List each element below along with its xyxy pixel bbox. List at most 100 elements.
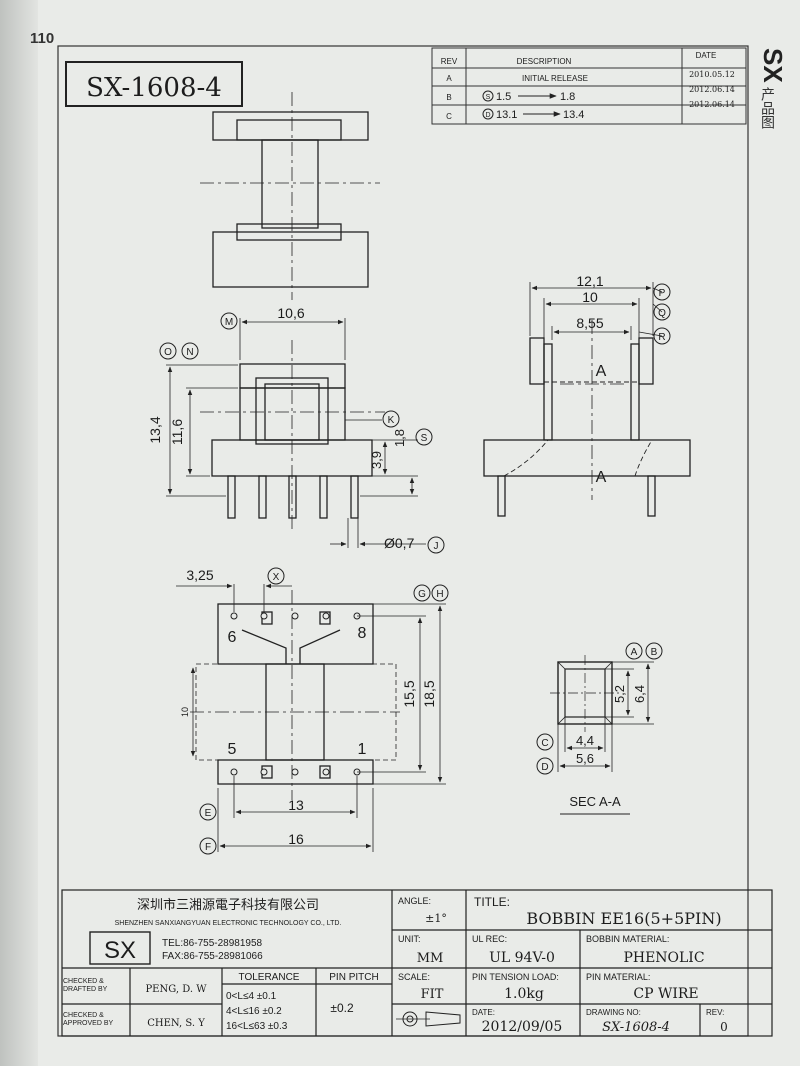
dim-bottom-pitch: 13 (288, 797, 304, 813)
title-block: 深圳市三湘源電子科技有限公司 SHENZHEN SANXIANGYUAN ELE… (61, 889, 773, 1037)
pin-tension-value: 1.0kg (504, 986, 544, 1002)
rev-c-date: 2012.06.14 (689, 100, 735, 109)
callout-q: Q (653, 303, 671, 321)
section-label: SEC A-A (569, 794, 621, 809)
tolerance-label: TOLERANCE (239, 972, 300, 983)
svg-text:Q: Q (658, 308, 666, 319)
tolerance-line-2: 4<L≤16 ±0.2 (226, 1006, 282, 1017)
dim-sec-outer-w: 5,6 (576, 751, 594, 766)
date-header: DATE (696, 51, 717, 60)
title-value: BOBBIN EE16(5+5PIN) (526, 909, 721, 928)
dim-front-height-body: 11,6 (169, 419, 185, 445)
pin-tension-label: PIN TENSION LOAD: (472, 972, 559, 982)
rev-a-description: INITIAL RELEASE (522, 74, 588, 83)
callout-o: O (159, 342, 177, 360)
callout-g: G (413, 584, 431, 602)
company-cn: 深圳市三湘源電子科技有限公司 (137, 897, 319, 913)
checked-label: CHECKED & DRAFTED BY (63, 978, 108, 993)
svg-text:X: X (273, 572, 280, 583)
callouts: M N O K S J P Q R X G H E F A B C D (159, 283, 671, 855)
rev-value: 0 (720, 1020, 728, 1034)
rev-c-from: 13.1 (496, 109, 517, 121)
side-view: 12,1 10 8,55 A A (483, 273, 691, 517)
callout-n: N (181, 342, 199, 360)
rev-a-date: 2010.05.12 (689, 70, 735, 79)
pin-number-5: 5 (228, 741, 237, 758)
callout-j: J (427, 536, 445, 554)
dim-front-width: 10,6 (277, 305, 304, 321)
section-view: 5,2 6,4 4,4 5,6 SEC A-A (550, 655, 654, 815)
dim-height-outer: 18,5 (421, 680, 437, 707)
rev-b-date: 2012.06.14 (689, 85, 735, 94)
svg-text:K: K (388, 415, 395, 426)
front-view: 10,6 13,4 11,6 1,8 3,9 Ø0,7 (147, 305, 426, 551)
side-brand-logo: SX (758, 48, 788, 83)
drawing-no-value: SX-1608-4 (602, 1020, 670, 1035)
callout-r: R (653, 327, 671, 345)
pin-number-1: 1 (358, 741, 367, 758)
scale-value: FIT (421, 987, 444, 1002)
section-mark-top: A (596, 363, 607, 380)
callout-a: A (625, 642, 643, 660)
approved-label: CHECKED & APPROVED BY (63, 1012, 114, 1027)
callout-f: F (199, 837, 217, 855)
bobbin-material-value: PHENOLIC (623, 950, 704, 966)
approved-value: CHEN, S. Y (147, 1018, 205, 1029)
checked-value: PENG, D. W (145, 984, 207, 995)
unit-label: UNIT: (398, 934, 421, 944)
rev-b: B (446, 93, 451, 102)
dim-pin-diameter: Ø0,7 (384, 535, 415, 551)
callout-p: P (653, 283, 671, 301)
callout-x: X (267, 567, 285, 585)
pin-material-value: CP WIRE (633, 986, 698, 1002)
telephone: TEL:86-755-28981958 (162, 938, 263, 949)
pin-number-6: 6 (228, 629, 237, 646)
svg-text:C: C (541, 738, 548, 749)
date-label: DATE: (472, 1008, 495, 1017)
fax: FAX:86-755-28981066 (162, 951, 263, 962)
ul-label: UL REC: (472, 934, 507, 944)
pin-number-8: 8 (358, 625, 367, 642)
dim-core: 10 (180, 707, 190, 717)
tolerance-line-3: 16<L≤63 ±0.3 (226, 1021, 288, 1032)
tolerance-line-1: 0<L≤4 ±0.1 (226, 991, 277, 1002)
drawing-no-label: DRAWING NO: (586, 1008, 641, 1017)
rev-c-to: 13.4 (563, 109, 584, 121)
dim-height-inner: 15,5 (401, 680, 417, 707)
title-block-logo: SX (104, 937, 136, 964)
side-brand-caption: 产品图 (759, 86, 775, 129)
dim-sec-inner-h: 5,2 (612, 685, 627, 703)
callout-s: S (415, 428, 433, 446)
dim-flange-height: 1,8 (392, 429, 407, 447)
dim-front-height-total: 13,4 (147, 416, 163, 443)
bottom-view: 3,25 15,5 18,5 10 13 16 6 8 5 1 (176, 567, 446, 852)
approved-label-box: CHECKED & APPROVED BY (63, 1012, 114, 1027)
svg-text:F: F (205, 842, 211, 853)
dim-side-mid-width: 10 (582, 289, 598, 305)
callout-b: B (645, 642, 663, 660)
svg-text:P: P (659, 288, 666, 299)
pin-material-label: PIN MATERIAL: (586, 972, 650, 982)
dim-side-inner-width: 8,55 (576, 315, 603, 331)
dim-pin-spacing-top: 3,25 (186, 567, 213, 583)
angle-value: ±1° (425, 912, 447, 925)
svg-text:M: M (225, 317, 233, 328)
bobbin-material-label: BOBBIN MATERIAL: (586, 934, 669, 944)
page-number: 110 (30, 30, 55, 47)
dim-sec-outer-h: 6,4 (632, 685, 647, 703)
revision-table: REV DESCRIPTION DATE A INITIAL RELEASE 2… (431, 47, 747, 125)
rev-c: C (446, 112, 452, 121)
svg-text:O: O (164, 347, 172, 358)
part-number-box: SX-1608-4 (65, 61, 243, 107)
angle-label: ANGLE: (398, 896, 431, 906)
date-value: 2012/09/05 (482, 1019, 563, 1035)
callout-h: H (431, 584, 449, 602)
svg-text:A: A (631, 647, 638, 658)
svg-text:H: H (436, 589, 443, 600)
top-view (200, 92, 380, 300)
description-header: DESCRIPTION (517, 57, 572, 66)
callout-c: C (536, 733, 554, 751)
unit-value: MM (417, 951, 444, 966)
svg-text:E: E (205, 808, 212, 819)
rev-b-from: 1.5 (496, 91, 511, 103)
